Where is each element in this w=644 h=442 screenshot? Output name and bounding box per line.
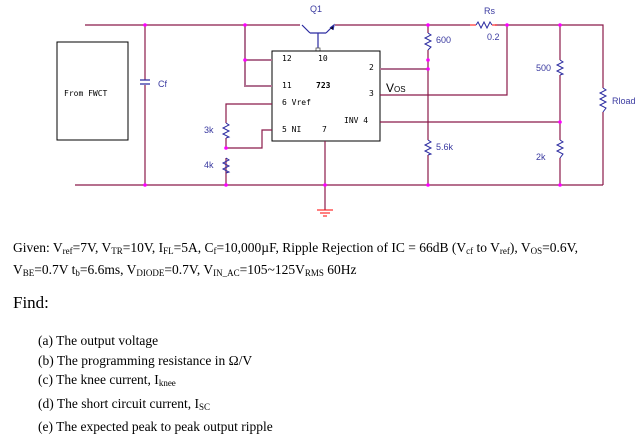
resistor-5.6k bbox=[423, 139, 433, 156]
pin-11: 11 bbox=[282, 81, 292, 90]
rload-label: Rload bbox=[612, 96, 636, 106]
junction-nodes bbox=[143, 23, 562, 187]
ic-label: 723 bbox=[316, 81, 331, 90]
r2k-label: 2k bbox=[536, 152, 546, 162]
resistor-2k bbox=[555, 139, 565, 159]
capacitor-icon bbox=[140, 79, 150, 85]
source-block-label: From FWCT bbox=[64, 89, 108, 98]
source-block bbox=[56, 41, 129, 141]
resistor-4k bbox=[221, 157, 231, 174]
pin-2: 2 bbox=[369, 63, 374, 72]
r4k-label: 4k bbox=[204, 160, 214, 170]
vos-label: VOS bbox=[386, 81, 406, 95]
r600-label: 600 bbox=[436, 35, 451, 45]
ground-icon bbox=[317, 209, 333, 217]
find-item-b: (b) The programming resistance in Ω/V bbox=[38, 352, 253, 368]
resistor-rload bbox=[598, 87, 608, 113]
top-rail bbox=[85, 24, 604, 185]
rs-value: 0.2 bbox=[487, 32, 500, 42]
resistor-3k bbox=[221, 122, 231, 139]
resistor-500 bbox=[555, 59, 565, 76]
find-item-d: (d) The short circuit current, ISC bbox=[38, 395, 210, 412]
find-item-a: (a) The output voltage bbox=[38, 333, 159, 348]
find-heading: Find: bbox=[13, 293, 49, 312]
resistor-600 bbox=[423, 32, 433, 51]
pin-5: 5 NI bbox=[282, 125, 301, 134]
pin-10: 10 bbox=[318, 54, 328, 63]
given-line-1: Given: Vref=7V, VTR=10V, IFL=5A, Cf=10,0… bbox=[13, 240, 579, 256]
r56k-label: 5.6k bbox=[436, 142, 454, 152]
pin-12: 12 bbox=[282, 54, 292, 63]
find-item-e: (e) The expected peak to peak output rip… bbox=[38, 419, 273, 434]
cf-label: Cf bbox=[158, 79, 167, 89]
r3k-label: 3k bbox=[204, 125, 214, 135]
r500-label: 500 bbox=[536, 63, 551, 73]
pin-4: INV 4 bbox=[344, 116, 368, 125]
given-line-2: VBE=0.7V tb=6.6ms, VDIODE=0.7V, VIN_AC=1… bbox=[13, 262, 357, 278]
find-item-c: (c) The knee current, Iknee bbox=[38, 372, 176, 388]
pin-6: 6 Vref bbox=[282, 98, 311, 107]
q1-label: Q1 bbox=[310, 4, 322, 14]
circuit-schematic: From FWCT Cf Q1 12 10 11 723 6 Vref 5 NI… bbox=[56, 4, 636, 217]
transistor-icon bbox=[301, 23, 335, 50]
pin-3: 3 bbox=[369, 89, 374, 98]
find-list: (a) The output voltage (b) The programmi… bbox=[38, 331, 273, 437]
ic-723 bbox=[271, 50, 381, 142]
resistor-rs bbox=[475, 20, 493, 30]
pin-7: 7 bbox=[322, 125, 327, 134]
rs-label: Rs bbox=[484, 6, 495, 16]
